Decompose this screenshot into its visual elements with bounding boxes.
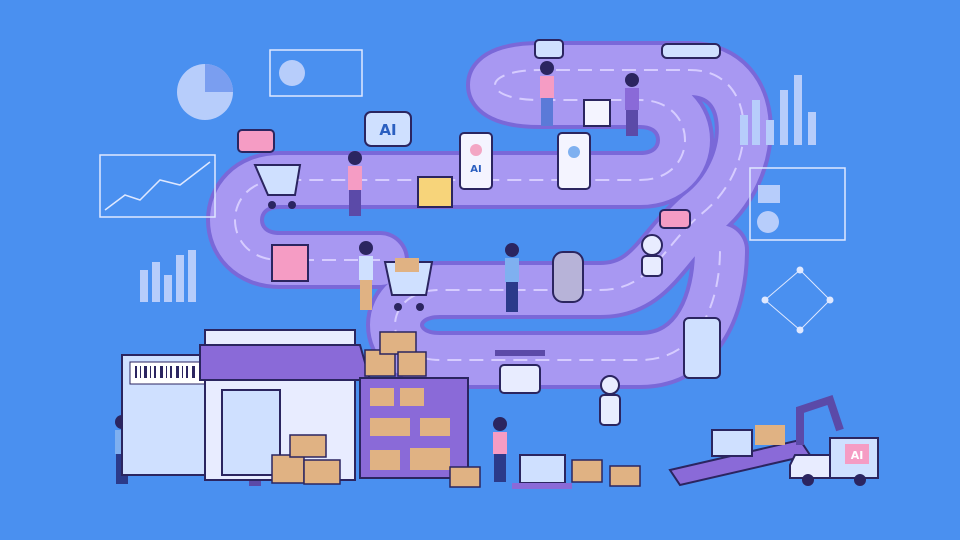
person-middle [505,243,519,312]
conveyor-belt [668,425,812,487]
ai-bubble-text: AI [379,121,396,139]
storefront [121,329,372,481]
bar-chart-right [740,75,816,145]
laptop [512,454,572,489]
vr-glasses [661,43,721,59]
chat-bubble-top [534,39,564,59]
chat-bubble-right [659,209,691,229]
person-shopper-cart [359,241,373,310]
shopping-cart-top [253,164,302,209]
truck-ai-text: AI [851,449,864,462]
network-graph [761,266,834,334]
person-shopper-top [348,151,362,216]
barcode [135,366,195,378]
dashboard-panel [749,167,846,241]
phone-ai: AI [459,132,493,190]
robot-arm-industrial [796,394,844,445]
robot-arm-center [599,375,621,426]
pie-chart-icon [177,64,233,120]
shopping-bag-yellow [417,176,453,208]
person-robot-arm [625,73,639,136]
bar-chart-left [140,250,196,302]
delivery-truck: AI [789,437,879,486]
drone [495,350,545,394]
pie-panel [269,49,363,97]
box-stack [271,331,641,488]
shopping-bag-pink [271,244,309,282]
chat-bubble-pink [237,129,275,153]
person-phone-top [540,61,554,126]
shopping-cart-middle [383,258,434,311]
warehouse-shelf [359,377,469,479]
person-worker [493,417,507,482]
robot-delivery [641,234,663,277]
line-chart-panel [99,154,216,218]
phone-right [683,317,721,379]
ai-speech-bubble: AI [364,111,412,147]
smart-speaker [552,251,584,303]
phone-profile [557,132,591,190]
phone-ai-text: AI [470,164,481,175]
shopping-bag-white [583,99,611,127]
